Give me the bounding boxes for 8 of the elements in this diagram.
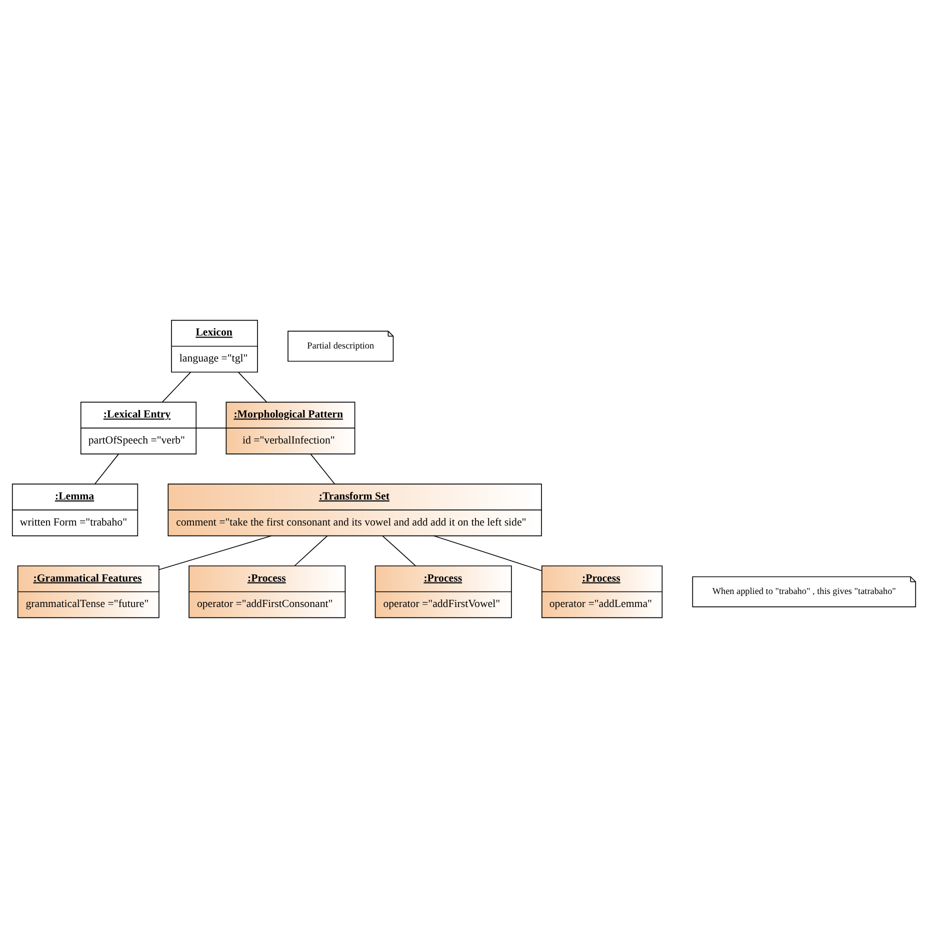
connector [294,535,328,566]
connector [238,372,268,403]
connector [158,535,272,570]
connector [162,372,192,403]
connector [382,535,416,566]
connector [433,535,542,572]
connector [310,454,336,484]
connector [94,454,119,484]
